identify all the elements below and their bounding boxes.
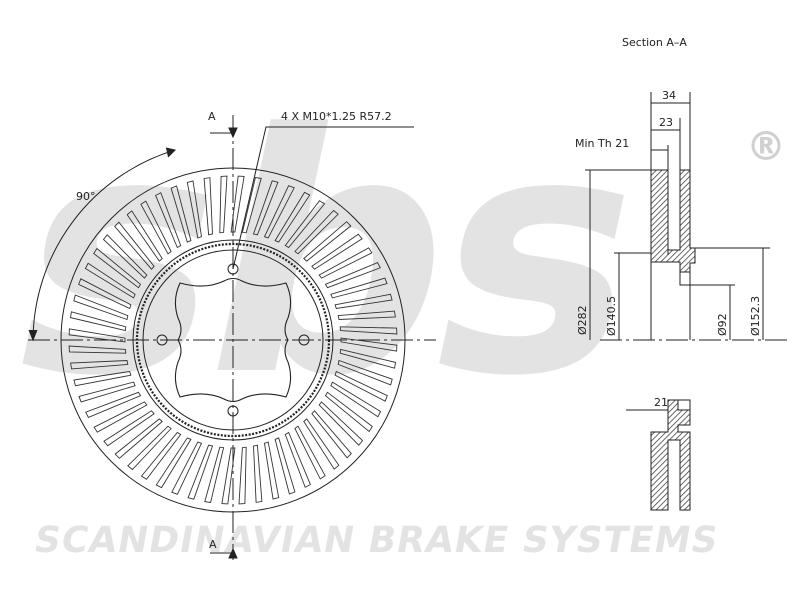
vent-slot — [274, 191, 311, 243]
vent-slot — [93, 247, 142, 289]
watermark-tagline: SCANDINAVIAN BRAKE SYSTEMS — [31, 518, 722, 561]
vent-slots — [68, 175, 398, 505]
vent-slot — [339, 326, 398, 335]
angle-arc — [32, 149, 176, 341]
vent-slot — [294, 209, 339, 255]
bolt-hole-top — [227, 263, 239, 275]
dim-hub-width: 23 — [659, 116, 673, 129]
angle-arrow-end — [165, 147, 176, 158]
dia-outer-label: Ø282 — [576, 305, 589, 335]
vent-slot — [263, 185, 295, 239]
vent-slot — [294, 425, 326, 480]
vent-slot — [334, 370, 388, 402]
vent-slot — [230, 175, 245, 233]
vent-slot — [155, 192, 182, 249]
vent-slot — [311, 410, 352, 459]
vent-slot — [85, 391, 142, 418]
bolt-hole-left — [156, 334, 168, 346]
vent-slot — [311, 233, 363, 270]
vent-slot — [103, 410, 155, 447]
vent-slot — [127, 425, 172, 471]
vent-slot — [140, 431, 182, 480]
angle-arrow-start — [28, 329, 38, 342]
dia-140-label: Ø140.5 — [605, 296, 618, 336]
min-thickness-label: Min Th 21 — [575, 137, 629, 150]
vent-slot — [334, 293, 393, 310]
section-hub — [650, 262, 695, 340]
vent-slot — [84, 262, 136, 299]
dim-lower-width: 21 — [654, 396, 668, 409]
hub-ring-outer — [135, 242, 331, 438]
vent-slot — [241, 176, 262, 234]
vent-slot — [337, 359, 393, 386]
dia-152-label: Ø152.3 — [749, 296, 762, 336]
bolt-hole-bottom — [227, 405, 239, 417]
hub-ring-inner — [142, 249, 324, 431]
dia-92-label: Ø92 — [716, 313, 729, 336]
section-arrow-top — [228, 127, 238, 139]
vent-slot — [324, 391, 373, 433]
section-upper-disc — [650, 169, 696, 273]
vent-slot — [73, 294, 129, 321]
dim-total-width: 34 — [662, 89, 676, 102]
vent-slot — [78, 381, 136, 403]
vent-slot — [339, 348, 397, 369]
vent-slot — [102, 234, 148, 279]
vent-slot — [68, 328, 126, 343]
vent-slot — [155, 437, 192, 489]
vent-slot — [340, 337, 398, 352]
disc-inner-friction-edge — [132, 239, 334, 441]
disc-outer-edge — [60, 167, 406, 513]
vent-slot — [274, 437, 296, 495]
vent-slot — [303, 418, 340, 470]
hub-opening — [174, 277, 292, 403]
vent-slot — [93, 401, 148, 433]
vent-slot — [69, 311, 127, 332]
vent-slot — [186, 180, 203, 239]
vent-slot — [318, 401, 364, 446]
vent-slot — [68, 345, 127, 354]
bolt-hole-right — [298, 334, 310, 346]
bolt-spec-label: 4 X M10*1.25 R57.2 — [281, 110, 392, 123]
section-title: Section A–A — [622, 36, 687, 49]
vent-slot — [70, 360, 129, 370]
watermark-registered: ® — [746, 124, 786, 170]
section-lower-disc — [650, 399, 691, 511]
vent-slot — [252, 180, 279, 236]
angle-label: 90° — [76, 190, 96, 203]
vent-slot — [337, 310, 396, 320]
section-arrow-bottom — [228, 547, 238, 559]
vent-slot — [284, 431, 311, 488]
vent-slot — [238, 446, 247, 505]
vent-slot — [253, 444, 263, 503]
vent-slot — [303, 221, 352, 262]
vent-slot — [171, 441, 203, 495]
vent-slot — [114, 221, 155, 270]
vent-slot — [203, 177, 213, 236]
section-label-top: A — [208, 110, 216, 123]
disc-section-view — [585, 92, 790, 511]
vent-slot — [187, 444, 214, 500]
vent-slot — [330, 277, 388, 299]
vent-slot — [78, 278, 132, 310]
vent-slot — [114, 418, 163, 459]
vent-slot — [263, 441, 280, 500]
section-label-bottom: A — [209, 538, 217, 551]
vent-slot — [221, 447, 236, 505]
vent-slot — [126, 210, 163, 262]
vent-slot — [219, 175, 228, 234]
section-lower-hub — [677, 399, 691, 411]
bolt-spec-leader — [232, 126, 414, 270]
vent-slot — [204, 446, 225, 504]
vent-slot — [324, 262, 381, 289]
vent-slot — [330, 381, 382, 418]
disc-front-view — [28, 115, 436, 560]
vent-slot — [140, 200, 172, 255]
vent-slot — [318, 247, 373, 279]
vent-slot — [170, 185, 192, 243]
vent-slot — [284, 200, 326, 249]
vent-slot — [73, 370, 132, 387]
